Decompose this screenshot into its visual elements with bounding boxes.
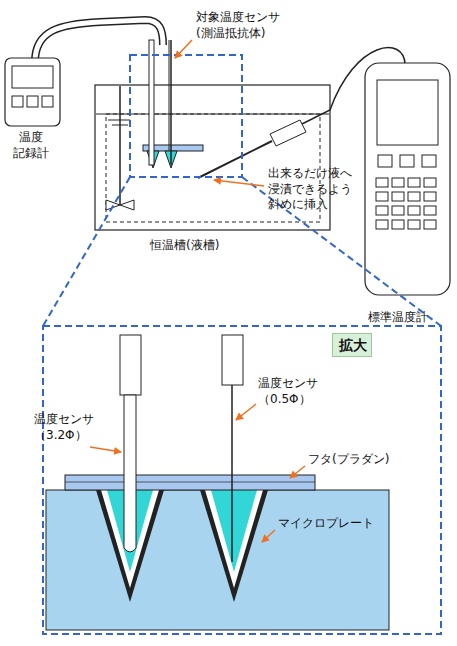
sensor-0.5 [222, 335, 243, 562]
device-label: 温度 記録計 [10, 130, 52, 161]
key [424, 206, 436, 215]
device-label: 標準温度計 [368, 310, 428, 326]
sensor-title: 対象温度センサ (測温抵抗体) [196, 10, 288, 41]
part-label: マイクロプレート [278, 516, 374, 532]
key [424, 220, 436, 229]
key [408, 220, 420, 229]
temperature-recorder [5, 58, 60, 126]
standard-thermometer [365, 63, 450, 295]
zoom-tag: 拡大 [332, 333, 372, 357]
bath-label: 恒温槽(液槽) [150, 238, 219, 254]
sensor-3.2 [120, 335, 141, 552]
key [408, 192, 420, 201]
part-label: 温度センサ （3.2Φ） [34, 412, 104, 443]
microplate [46, 490, 389, 630]
key [376, 206, 388, 215]
zoom-frame [43, 55, 441, 634]
leader-arrow [90, 40, 305, 542]
key [392, 220, 404, 229]
key [408, 206, 420, 215]
key [376, 220, 388, 229]
node-text: 拡大 [339, 337, 365, 355]
key [376, 192, 388, 201]
key [408, 178, 420, 187]
sensor-small [143, 40, 203, 168]
note-text: 出来るだけ液へ 浸漬できるよう 斜めに挿入 [268, 166, 364, 213]
key [392, 178, 404, 187]
key [392, 206, 404, 215]
key [392, 192, 404, 201]
key [424, 178, 436, 187]
key [376, 178, 388, 187]
part-label: 温度センサ （0.5Φ） [258, 376, 328, 407]
part-label: フタ(プラダン) [308, 452, 389, 468]
lid [65, 475, 315, 490]
key [424, 192, 436, 201]
